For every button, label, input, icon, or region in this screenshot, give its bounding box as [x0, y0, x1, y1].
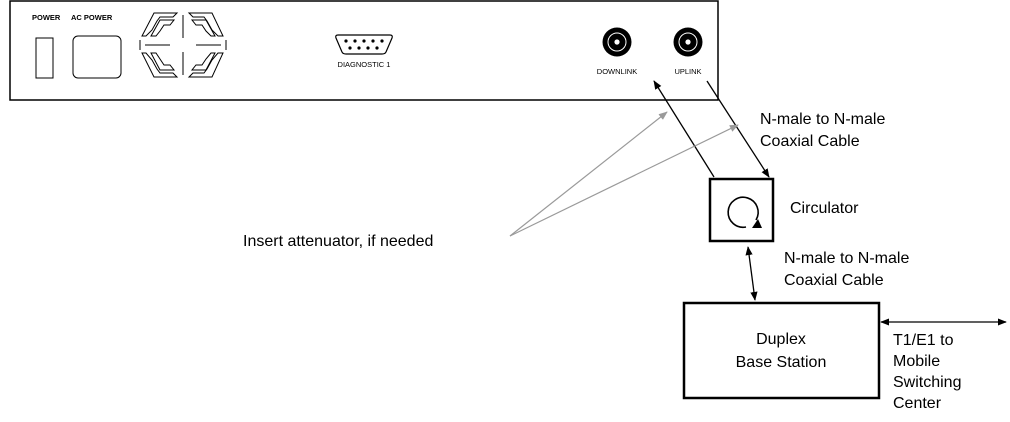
circulator-label: Circulator [790, 200, 859, 217]
circulator-arrowhead-icon [752, 219, 762, 228]
uplink-cable-arrow [706, 80, 770, 178]
power-switch[interactable] [35, 37, 54, 79]
cable-bottom-line1: N-male to N-male [784, 250, 909, 267]
fan-grille-icon [139, 12, 227, 78]
cable-top-line2: Coaxial Cable [760, 133, 860, 150]
cable-top-line1: N-male to N-male [760, 111, 885, 128]
power-label: POWER [32, 13, 61, 22]
trunk-line2: Mobile [893, 353, 940, 370]
cable-bottom-line2: Coaxial Cable [784, 272, 884, 289]
ac-power-label: AC POWER [71, 13, 113, 22]
trunk-line3: Switching [893, 374, 961, 391]
circulator-icon [727, 196, 759, 229]
circulator [708, 177, 775, 243]
attenuator-label: Insert attenuator, if needed [243, 233, 433, 250]
base-station-cable-arrow [745, 246, 758, 301]
diagnostic-label: DIAGNOSTIC 1 [338, 60, 391, 69]
downlink-cable-arrow [653, 80, 715, 178]
downlink-connector[interactable] [602, 27, 632, 57]
attenuator-pointer-downlink [509, 111, 668, 237]
base-station-line1: Duplex [756, 331, 806, 348]
attenuator-pointer-uplink [509, 124, 739, 237]
base-station-box [682, 301, 881, 400]
uplink-connector[interactable] [673, 27, 703, 57]
circulator-box [708, 177, 775, 243]
ac-power-inlet[interactable] [72, 35, 122, 79]
base-station-line2: Base Station [736, 354, 827, 371]
trunk-line4: Center [893, 395, 942, 412]
downlink-label: DOWNLINK [597, 67, 637, 76]
trunk-line1: T1/E1 to [893, 332, 954, 349]
uplink-label: UPLINK [674, 67, 701, 76]
diagnostic-port[interactable] [335, 34, 393, 55]
rear-panel: POWER AC POWER [9, 0, 719, 101]
